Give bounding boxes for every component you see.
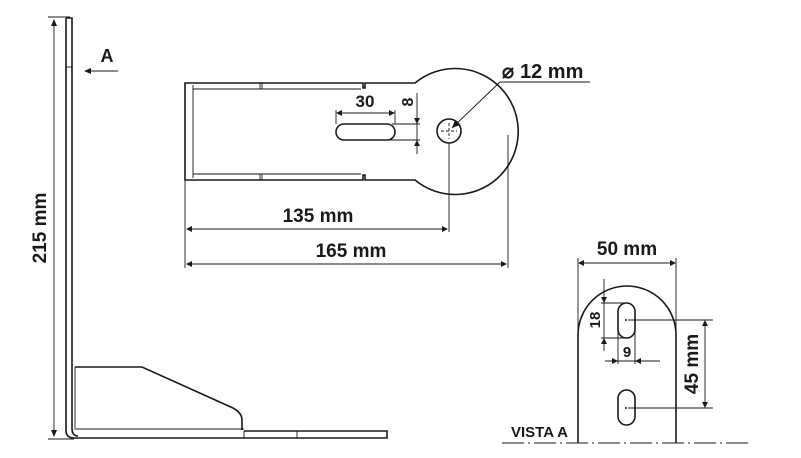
slot-height-label: 18 [587,312,604,329]
top-slot [335,123,396,141]
height-dimension: 215 mm [30,16,74,440]
view-a-marker: A [84,46,118,74]
slot-width-dimension: 8 [384,93,420,154]
diameter-symbol: ⌀ [502,61,514,83]
lower-slot [617,389,636,426]
top-view: ⌀ 12 mm 30 8 135 mm [184,61,590,268]
diameter-label: 12 mm [520,61,583,83]
slot-length-label: 30 [356,92,375,111]
front-view-title: VISTA A [511,424,568,441]
hole-distance-label: 135 mm [283,206,354,227]
diameter-callout: ⌀ 12 mm [451,61,590,129]
slot-spacing-label: 45 mm [682,334,703,394]
slot-width-label: 8 [400,97,417,106]
slot-height-dimension: 18 [587,279,626,351]
slot-length-dimension: 30 [335,92,396,124]
total-length-dimension: 165 mm [186,135,509,268]
side-view: 215 mm A [30,16,388,440]
total-length-label: 165 mm [316,241,387,262]
width-label: 50 mm [597,239,657,260]
slot-spacing-dimension: 45 mm [628,319,713,409]
slot-width-front-dimension: 9 [605,320,660,364]
slot-width-front-label: 9 [623,344,631,361]
height-label: 215 mm [30,193,51,264]
hole-distance-dimension: 135 mm [184,143,450,268]
view-a-letter: A [101,46,114,66]
front-view: 50 mm 18 9 45 mm VI [502,239,752,444]
width-dimension: 50 mm [577,239,677,340]
